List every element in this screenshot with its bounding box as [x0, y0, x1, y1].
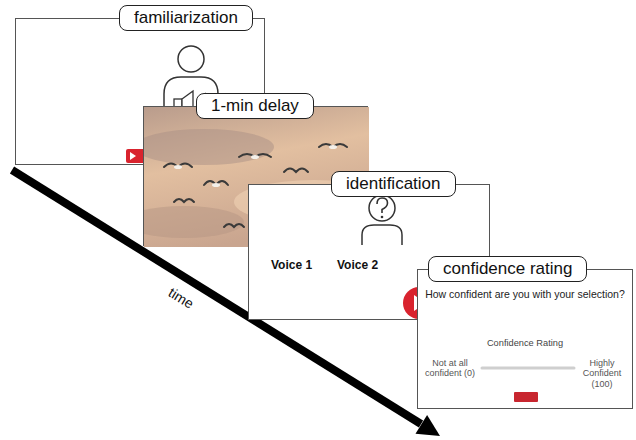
panel-heading: identification: [331, 171, 456, 197]
panel-heading: 1-min delay: [196, 93, 314, 119]
rating-question: How confident are you with your selectio…: [422, 288, 628, 300]
scale-end-label: Highly Confident (100): [574, 358, 630, 389]
voice-option: Voice 1: [271, 259, 312, 273]
scale-title: Confidence Rating: [418, 338, 632, 349]
voice-option: Voice 2: [337, 259, 378, 273]
axis-label: time: [166, 284, 197, 312]
screen-panel: confidence ratingHow confident are you w…: [417, 269, 633, 409]
panel-heading: confidence rating: [428, 256, 587, 282]
scale-end-label: Not at all confident (0): [420, 358, 480, 379]
time-arrow-head: [416, 415, 441, 436]
panel-heading: familiarization: [119, 5, 253, 31]
